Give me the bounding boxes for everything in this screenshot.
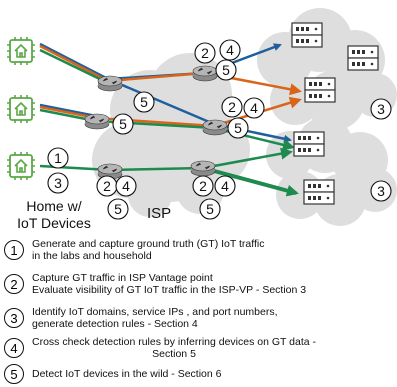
legend-line: generate detection rules - Section 4 xyxy=(32,318,198,330)
iot-device-icon-3 xyxy=(6,151,36,181)
step-marker: 1 xyxy=(47,147,69,169)
svg-text:2: 2 xyxy=(199,178,207,194)
server-icon-3 xyxy=(304,77,336,103)
svg-text:2: 2 xyxy=(228,99,236,115)
svg-text:3: 3 xyxy=(377,101,385,117)
server-icon-2 xyxy=(347,45,379,71)
legend-item-5: 5 Detect IoT devices in the wild - Secti… xyxy=(4,364,221,384)
legend-line: Capture GT traffic in ISP Vantage point xyxy=(32,272,213,284)
svg-text:1: 1 xyxy=(54,150,62,166)
server-cloud-bottom xyxy=(266,117,397,226)
svg-text:4: 4 xyxy=(226,42,234,58)
step-marker: 5 xyxy=(112,113,134,135)
svg-text:5: 5 xyxy=(222,62,230,78)
legend-line: Section 5 xyxy=(152,348,196,360)
step-marker: 2 xyxy=(221,96,243,118)
step-marker: 4 xyxy=(243,97,265,119)
server-icon-1 xyxy=(291,22,323,48)
router-6 xyxy=(190,160,216,177)
step-marker: 4 xyxy=(214,175,236,197)
router-3 xyxy=(84,113,110,130)
step-markers: 1 3 5 2 4 5 5 2 4 5 2 4 5 2 4 5 3 3 xyxy=(47,39,392,220)
step-marker: 4 xyxy=(115,175,137,197)
legend-text: Generate and capture ground truth (GT) I… xyxy=(32,238,264,262)
step-marker: 2 xyxy=(192,175,214,197)
legend-text: Detect IoT devices in the wild - Section… xyxy=(32,368,221,380)
svg-text:5: 5 xyxy=(114,201,122,217)
legend-text: Cross check detection rules by inferring… xyxy=(32,336,316,360)
home-label-line1: Home w/ xyxy=(26,198,82,214)
home-label: Home w/ IoT Devices xyxy=(4,198,104,232)
legend-number: 1 xyxy=(4,240,24,260)
legend-text: Identify IoT domains, service IPs , and … xyxy=(32,306,278,330)
step-marker: 3 xyxy=(47,172,69,194)
router-4 xyxy=(202,119,228,136)
step-marker: 5 xyxy=(199,198,221,220)
step-marker: 3 xyxy=(370,180,392,202)
step-marker: 5 xyxy=(107,198,129,220)
orange-flow xyxy=(39,44,302,128)
server-icon-4 xyxy=(293,131,325,157)
legend-line: Cross check detection rules by inferring… xyxy=(32,336,317,348)
legend-number: 3 xyxy=(4,308,24,328)
legend-number: 2 xyxy=(4,274,24,294)
router-2 xyxy=(192,65,218,82)
step-marker: 5 xyxy=(227,117,249,139)
svg-text:5: 5 xyxy=(140,94,148,110)
svg-text:5: 5 xyxy=(119,116,127,132)
legend-number: 5 xyxy=(4,364,24,384)
server-icon-5 xyxy=(303,179,335,205)
home-label-line2: IoT Devices xyxy=(17,215,91,231)
legend-line: Generate and capture ground truth (GT) I… xyxy=(32,238,265,250)
svg-text:4: 4 xyxy=(250,100,258,116)
iot-device-icon-1 xyxy=(6,36,36,66)
step-marker: 3 xyxy=(370,98,392,120)
legend-line: in the labs and household xyxy=(32,250,152,262)
step-marker: 2 xyxy=(96,175,118,197)
legend-line: Evaluate visibility of GT IoT traffic in… xyxy=(32,284,307,296)
legend-line: Detect IoT devices in the wild - Section… xyxy=(32,368,222,380)
iot-device-icon-2 xyxy=(6,94,36,124)
legend-text: Capture GT traffic in ISP Vantage point … xyxy=(32,272,306,296)
svg-text:3: 3 xyxy=(54,175,62,191)
step-marker: 4 xyxy=(219,39,241,61)
step-marker: 5 xyxy=(133,91,155,113)
step-marker: 2 xyxy=(194,42,216,64)
svg-text:5: 5 xyxy=(206,201,214,217)
legend-item-1: 1 Generate and capture ground truth (GT)… xyxy=(4,238,264,262)
svg-text:5: 5 xyxy=(234,120,242,136)
svg-text:4: 4 xyxy=(122,178,130,194)
step-marker: 5 xyxy=(215,59,237,81)
legend-item-2: 2 Capture GT traffic in ISP Vantage poin… xyxy=(4,272,306,296)
svg-text:2: 2 xyxy=(103,178,111,194)
router-1 xyxy=(97,75,123,92)
svg-text:3: 3 xyxy=(377,183,385,199)
svg-text:2: 2 xyxy=(201,45,209,61)
legend-line: Identify IoT domains, service IPs , and … xyxy=(32,306,278,318)
legend-item-3: 3 Identify IoT domains, service IPs , an… xyxy=(4,306,278,330)
isp-label: ISP xyxy=(147,205,172,222)
legend: 1 Generate and capture ground truth (GT)… xyxy=(4,238,394,384)
legend-number: 4 xyxy=(4,338,24,358)
svg-text:4: 4 xyxy=(221,178,229,194)
legend-item-4: 4 Cross check detection rules by inferri… xyxy=(4,336,316,360)
